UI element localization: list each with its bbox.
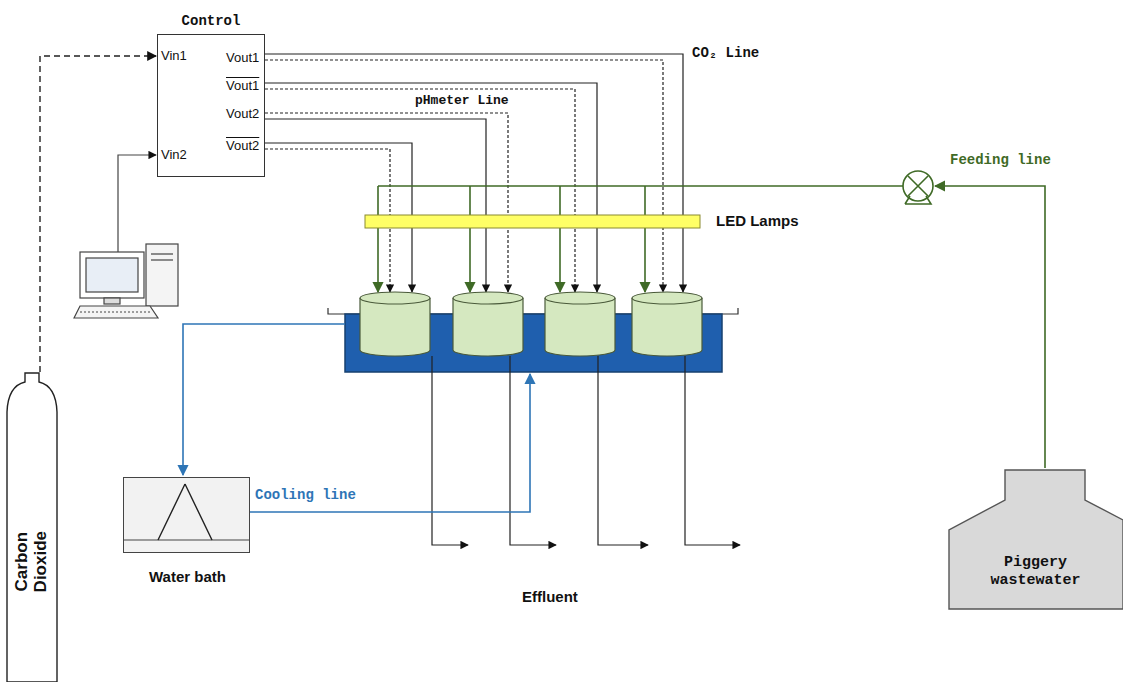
co2-line [265,89,575,292]
reactor-top [453,292,523,304]
cylinder-outline [6,372,58,682]
line-label: Cooling line [255,487,356,504]
pump-body [903,171,933,201]
cooling-pipe [250,374,530,512]
cylinder-shape [7,373,57,682]
pump-cross [908,176,928,196]
feed-branch [469,186,471,292]
pin-name: Vin2 [161,147,187,163]
pin-name: Vout2 [226,106,259,122]
part-label: Effluent [522,588,578,606]
line-label: Feeding line [950,152,1051,169]
pc-tower [146,244,178,306]
reactor-body [453,298,523,356]
dashed-gas-line [40,56,156,372]
reactor-top [545,292,615,304]
co2-line [265,113,508,292]
line-label: CO₂ Line [692,45,759,62]
feed-pipe [378,185,903,187]
tower-slot [151,259,173,260]
pump-symbol [903,171,933,204]
pump-base [905,196,931,204]
keyboard [74,306,158,318]
water-bath: Water bath [123,477,250,553]
keyboard-keys [80,311,152,312]
screen [86,258,138,292]
reactor-top [360,292,430,304]
ph-line [265,54,683,292]
computer-icon [74,244,178,318]
pin-name: Vout1 [226,50,259,66]
effluent-pipe [598,356,648,545]
line-label: pHmeter Line [415,93,509,109]
feed-pipe [935,186,1045,468]
reactor-body [360,298,430,356]
feed-branch [644,186,646,292]
feed-branch [559,186,561,292]
water-bath-symbol [158,484,212,540]
reactor-body [632,298,702,356]
tower-slot [151,253,173,254]
pin-name: Vin1 [161,48,187,64]
co2-line [265,60,663,292]
monitor-stand [104,298,120,304]
wastewater-tank: Piggery wastewater [948,468,1123,610]
ph-line [265,119,486,292]
led-bar [365,215,700,228]
reactor-top [632,292,702,304]
pin-name: Vout1 [226,78,259,94]
reactor-body [545,298,615,356]
water-bath-body [123,477,250,553]
cylinder-label: Carbon Dioxide [13,517,50,607]
ph-line [265,83,597,292]
monitor [80,252,144,298]
reactor [360,292,702,356]
effluent-pipe [510,356,556,545]
pin-name: Vout2 [226,138,259,154]
feed-branch [377,186,379,292]
tank-label: Piggery wastewater [958,554,1113,590]
tank-shape [949,470,1123,609]
computer-wire [118,155,156,252]
effluent-pipe [685,356,740,545]
bath-label: Water bath [114,568,261,585]
control-heading: Control [158,13,264,29]
part-label: LED Lamps [716,212,799,230]
cooling-pipe [183,324,345,475]
water-bath-base [123,539,250,540]
effluent-pipe [432,356,468,545]
gas-cylinder: Carbon Dioxide [6,372,58,682]
